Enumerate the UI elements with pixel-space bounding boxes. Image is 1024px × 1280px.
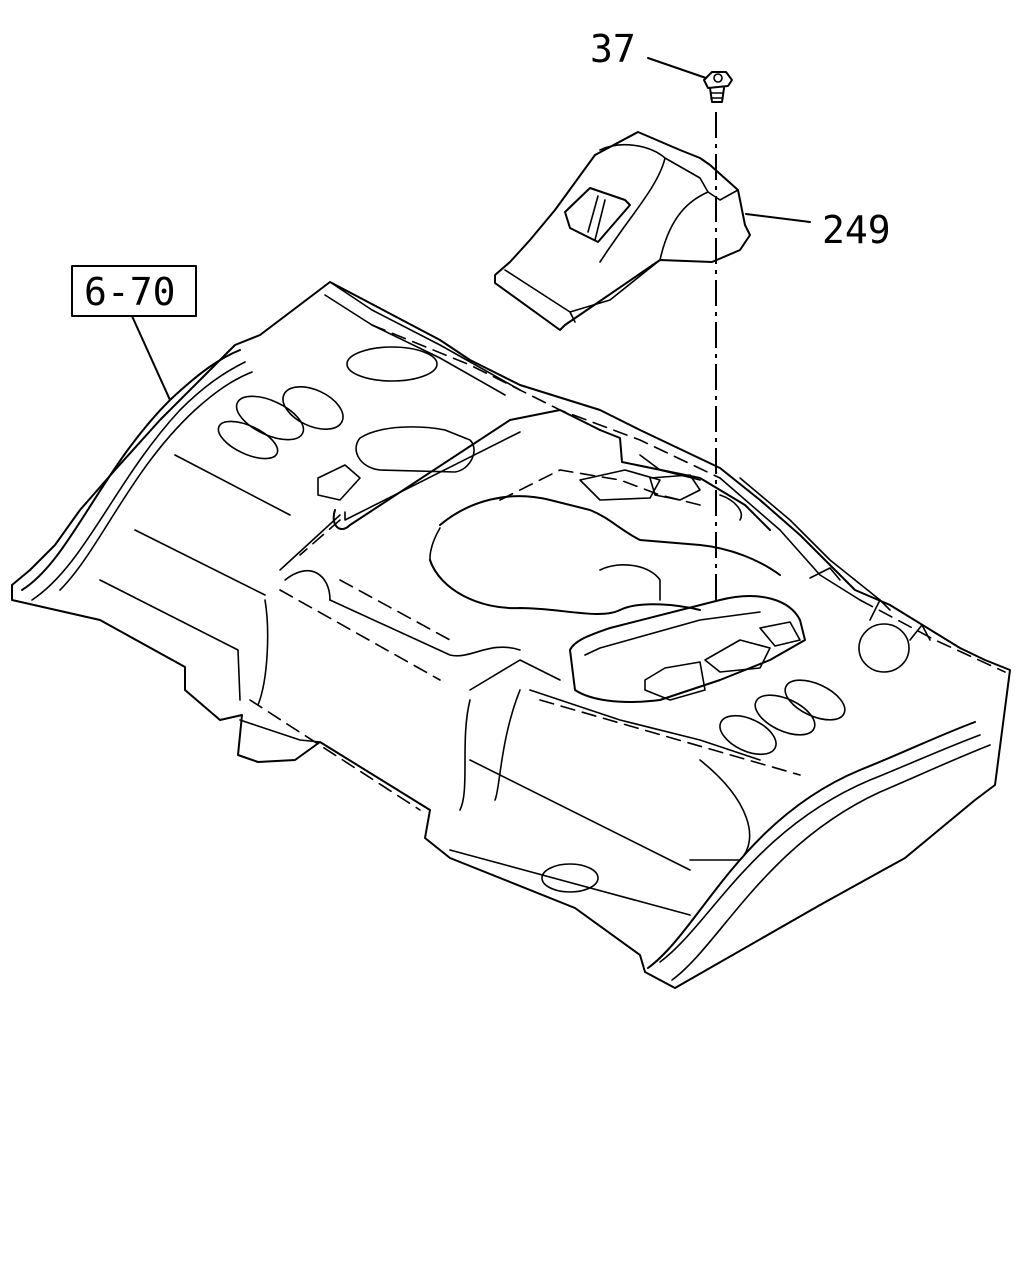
callout-6-70-leader [131, 315, 171, 401]
callout-6-70: 6-70 [71, 265, 197, 401]
callout-6-70-label: 6-70 [84, 270, 176, 314]
cover-part-drawing [494, 131, 751, 331]
callout-37-leader [647, 57, 707, 79]
callout-37-label: 37 [590, 27, 636, 71]
floor-panel-drawing [11, 281, 1011, 989]
callout-249-leader [745, 213, 811, 223]
callout-37: 37 [590, 27, 707, 79]
bolt-drawing [703, 71, 733, 103]
callout-6-70-box [71, 265, 197, 317]
callout-249-label: 249 [822, 208, 891, 252]
callout-249: 249 [745, 208, 891, 252]
